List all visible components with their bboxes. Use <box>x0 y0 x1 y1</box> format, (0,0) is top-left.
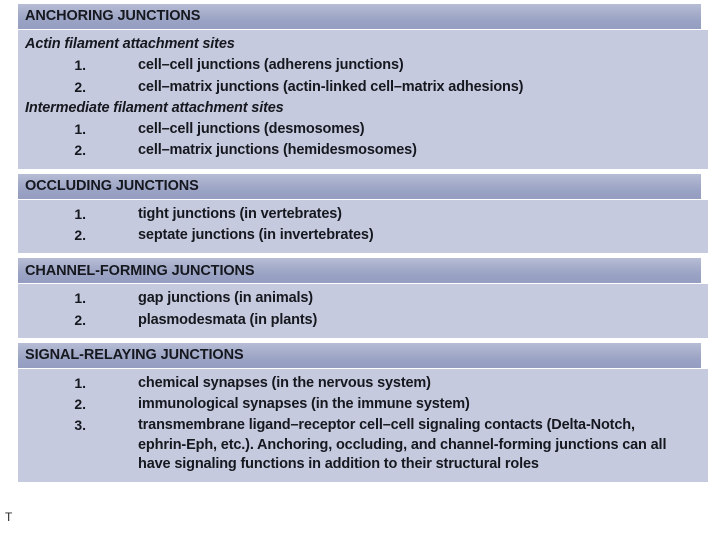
junction-section: SIGNAL-RELAYING JUNCTIONS 1. chemical syna… <box>18 342 708 483</box>
list-item: 2. septate junctions (in invertebrates) <box>18 225 708 246</box>
list-item-text: tight junctions (in vertebrates) <box>138 205 342 222</box>
list-item-text: chemical synapses (in the nervous system… <box>138 374 431 391</box>
section-header-title: SIGNAL-RELAYING JUNCTIONS <box>25 347 244 364</box>
list-item: 1. tight junctions (in vertebrates) <box>18 204 708 225</box>
list-item-number: 1. <box>74 374 86 391</box>
section-header-bar: SIGNAL-RELAYING JUNCTIONS <box>18 342 701 369</box>
list-item: 1. cell–cell junctions (desmosomes) <box>18 119 708 140</box>
section-body: Actin filament attachment sites 1. cell–ce… <box>18 30 708 169</box>
section-body: 1. gap junctions (in animals) 2. plasmodesm… <box>18 284 708 338</box>
list-item: 3. transmembrane ligand–receptor cell–cel… <box>18 415 708 475</box>
list-item-number: 1. <box>74 205 86 222</box>
section-header-bar: CHANNEL-FORMING JUNCTIONS <box>18 258 701 285</box>
list-item: 2. immunological synapses (in the immune … <box>18 394 708 415</box>
section-body: 1. chemical synapses (in the nervous syst… <box>18 368 708 483</box>
list-item-text: cell–cell junctions (adherens junctions) <box>138 57 404 74</box>
list-item: 1. cell–cell junctions (adherens junction… <box>18 55 708 76</box>
list-item-number: 2. <box>74 396 86 413</box>
list-item-text: plasmodesmata (in plants) <box>138 311 318 328</box>
list-item-number: 1. <box>74 290 86 307</box>
list-item-text: transmembrane ligand–receptor cell–cell … <box>138 417 667 472</box>
list-item-number: 3. <box>74 417 86 434</box>
list-item-text: cell–cell junctions (desmosomes) <box>138 121 365 138</box>
list-item: 2. cell–matrix junctions (hemidesmosomes) <box>18 140 708 161</box>
section-header-bar: ANCHORING JUNCTIONS <box>18 4 701 30</box>
section-header-bar: OCCLUDING JUNCTIONS <box>18 173 701 200</box>
junction-classification-table: ANCHORING JUNCTIONS Actin filament attach… <box>18 4 708 483</box>
list-item: 2. plasmodesmata (in plants) <box>18 310 708 331</box>
category-subheading: Intermediate filament attachment sites <box>25 99 284 116</box>
list-item-text: gap junctions (in animals) <box>138 290 313 307</box>
stray-text-glyph: T <box>5 510 13 524</box>
list-item: 1. chemical synapses (in the nervous syst… <box>18 373 708 394</box>
section-header-title: OCCLUDING JUNCTIONS <box>25 177 199 194</box>
list-item-text: cell–matrix junctions (actin-linked cell… <box>138 78 524 95</box>
list-item-text: cell–matrix junctions (hemidesmosomes) <box>138 142 417 159</box>
list-item-number: 2. <box>74 226 86 243</box>
section-header-title: CHANNEL-FORMING JUNCTIONS <box>25 262 255 279</box>
junction-section: ANCHORING JUNCTIONS Actin filament attach… <box>18 4 708 169</box>
list-item-text: immunological synapses (in the immune sy… <box>138 396 470 413</box>
junction-section: OCCLUDING JUNCTIONS 1. tight junctions (in… <box>18 173 708 254</box>
section-header-title: ANCHORING JUNCTIONS <box>25 8 201 25</box>
list-item: 2. cell–matrix junctions (actin-linked ce… <box>18 77 708 98</box>
list-item: 1. gap junctions (in animals) <box>18 288 708 309</box>
list-item-number: 1. <box>74 57 86 74</box>
list-item-number: 1. <box>74 121 86 138</box>
list-item-number: 2. <box>74 142 86 159</box>
category-subheading: Actin filament attachment sites <box>25 36 235 52</box>
section-body: 1. tight junctions (in vertebrates) 2. sept… <box>18 199 708 254</box>
list-item-number: 2. <box>74 311 86 328</box>
list-item-text: septate junctions (in invertebrates) <box>138 226 374 243</box>
junction-section: CHANNEL-FORMING JUNCTIONS 1. gap junctions… <box>18 258 708 338</box>
list-item-number: 2. <box>74 78 86 95</box>
